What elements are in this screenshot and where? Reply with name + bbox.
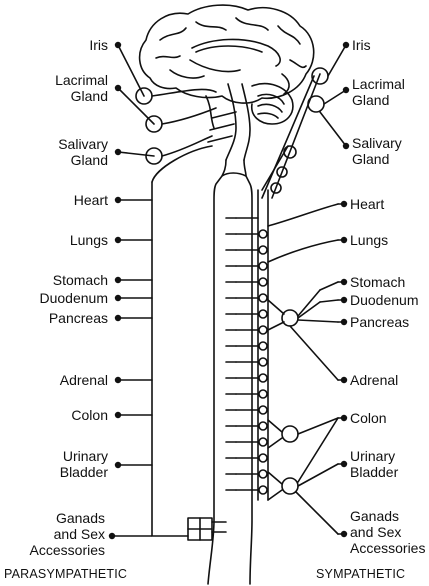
left-label-dots <box>109 42 121 539</box>
right-label-urinary-bladder: Urinary Bladder <box>350 448 398 480</box>
left-label-stomach: Stomach <box>53 272 108 288</box>
right-label-dots <box>341 42 349 537</box>
left-label-urinary-bladder: Urinary Bladder <box>60 448 108 480</box>
parasympathetic-pathways <box>118 45 216 540</box>
right-label-colon: Colon <box>350 410 387 426</box>
left-label-gonads-and-sex-accessories: Ganads and Sex Accessories <box>30 510 105 558</box>
left-label-lacrimal-gland: Lacrimal Gland <box>55 72 108 104</box>
left-label-lungs: Lungs <box>70 232 108 248</box>
left-label-pancreas: Pancreas <box>49 310 108 326</box>
left-label-iris: Iris <box>89 37 108 53</box>
right-label-iris: Iris <box>352 37 371 53</box>
left-label-duodenum: Duodenum <box>40 290 109 306</box>
left-label-salivary-gland: Salivary Gland <box>58 136 108 168</box>
right-label-adrenal: Adrenal <box>350 372 398 388</box>
right-label-stomach: Stomach <box>350 274 405 290</box>
right-label-pancreas: Pancreas <box>350 314 409 330</box>
parasympathetic-label: PARASYMPATHETIC <box>4 567 127 581</box>
right-label-heart: Heart <box>350 196 384 212</box>
right-label-lacrimal-gland: Lacrimal Gland <box>352 76 405 108</box>
sympathetic-label: SYMPATHETIC <box>316 567 405 581</box>
left-label-heart: Heart <box>74 192 108 208</box>
right-label-gonads-and-sex-accessories: Ganads and Sex Accessories <box>350 508 425 556</box>
spinal-cord-drawing <box>208 160 252 584</box>
right-label-duodenum: Duodenum <box>350 292 419 308</box>
spinal-nerve-roots <box>212 218 236 532</box>
right-label-salivary-gland: Salivary Gland <box>352 135 402 167</box>
left-label-adrenal: Adrenal <box>60 372 108 388</box>
right-label-lungs: Lungs <box>350 232 388 248</box>
left-label-colon: Colon <box>71 407 108 423</box>
